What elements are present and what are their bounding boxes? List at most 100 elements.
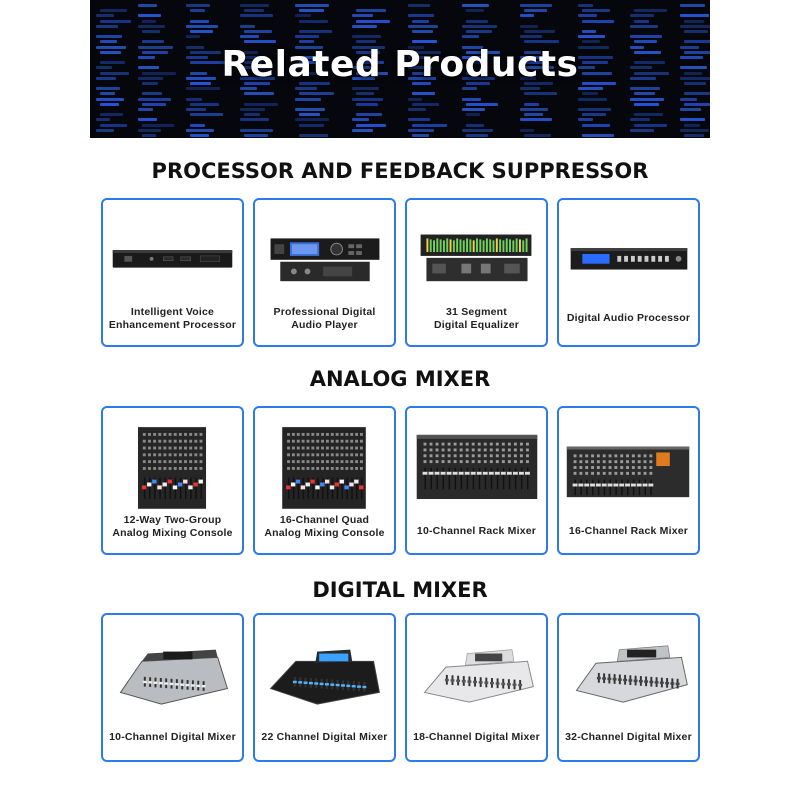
banner-light-bar [578,45,609,49]
banner-light-bar [412,71,427,75]
product-name: Digital Audio Processor [566,312,691,324]
banner-light-bar [684,102,710,106]
digital-mixer-white-icon [407,631,546,713]
banner-light-bar [578,4,593,7]
banner-light-bar [520,56,550,59]
banner-light-bar [524,61,545,65]
banner-light-bar [244,9,264,13]
product-card-10ch-rack-mixer[interactable]: 10-Channel Rack Mixer [405,406,548,555]
banner-light-bar [408,118,430,122]
banner-light-bar [630,66,652,70]
banner-light-bar [142,82,158,85]
digital-mixer-black-icon [255,631,394,713]
product-card-digital-processor[interactable]: Digital Audio Processor [557,198,700,347]
banner-light-bar [299,19,328,23]
banner-light-bar [138,14,161,18]
banner-light-bar [186,128,214,132]
banner-light-bar [240,35,259,39]
banner-light-bar [684,92,710,96]
banner-light-bar [524,82,553,85]
product-card-10ch-digital[interactable]: 10-Channel Digital Mixer [101,613,244,762]
banner-light-bar [520,35,542,39]
banner-light-bar [138,66,159,70]
banner-light-bar [295,4,329,7]
product-card-16ch-console[interactable]: 16-Channel Quad Analog Mixing Console [253,406,396,555]
media-player-rack-icon [255,208,394,298]
banner-light-bar [96,97,124,101]
banner-light-bar [352,35,381,39]
banner-light-bar [408,56,428,59]
banner-light-bar [190,102,219,106]
banner-light-bar [299,92,334,96]
banner-light-bar [186,87,220,91]
banner-light-bar [100,92,115,96]
banner-light-bar [138,24,165,28]
banner-light-bar [630,118,650,122]
banner-light-bar [356,102,378,106]
banner-light-bar [408,108,426,111]
banner-light-bar [240,56,267,59]
product-card-voice-processor[interactable]: Intelligent Voice Enhancement Processor [101,198,244,347]
banner-light-bar [352,14,373,18]
banner-light-bar [138,76,163,80]
section-title-digital: DIGITAL MIXER [312,578,488,602]
banner-light-bar [96,35,122,39]
product-name: 12-Way Two-Group Analog Mixing Console [112,513,233,539]
banner-light-bar [684,19,704,23]
product-name: 22 Channel Digital Mixer [261,731,388,743]
rack-unit-1u-icon [103,208,242,298]
banner-light-bar [295,108,325,111]
banner-light-bar [356,92,374,96]
banner-light-bar [578,56,613,59]
banner-light-bar [684,123,700,127]
product-card-audio-player[interactable]: Professional Digital Audio Player [253,198,396,347]
banner-light-bar [295,118,329,122]
banner-light-bar [520,128,534,132]
banner-light-bar [578,118,593,122]
banner-light-bar [190,113,223,117]
product-card-12way-console[interactable]: 12-Way Two-Group Analog Mixing Console [101,406,244,555]
banner-light-bar [186,45,204,49]
banner-light-bar [412,50,441,54]
banner-light-bar [630,45,644,49]
banner-light-bar [412,102,439,106]
analog-mixer-icon [103,420,242,512]
banner-light-bar [634,71,669,75]
banner-light-bar [462,97,481,101]
banner-light-bar [524,113,543,117]
banner-light-bar [634,9,667,13]
banner-light-bar [100,123,127,127]
banner-light-bar [524,102,539,106]
digital-mixer-silver-icon [103,631,242,713]
banner-light-bar [634,50,661,54]
banner-light-bar [466,9,484,13]
banner-light-bar [630,24,658,28]
banner-light-bar [630,97,664,101]
banner-light-bar [186,24,218,28]
product-name: Intelligent Voice Enhancement Processor [108,305,237,331]
banner-light-bar [634,40,657,44]
banner-light-bar [524,40,559,44]
banner-light-bar [408,14,434,18]
banner-light-bar [412,30,433,33]
banner-light-bar [630,35,662,39]
banner-light-bar [466,19,488,23]
product-card-16ch-rack-mixer[interactable]: 16-Channel Rack Mixer [557,406,700,555]
banner-light-bar [190,82,211,85]
product-card-18ch-digital[interactable]: 18-Channel Digital Mixer [405,613,548,762]
banner-light-bar [680,97,697,101]
banner-light-bar [582,113,606,117]
banner-light-bar [96,118,110,122]
banner-light-bar [138,45,173,49]
product-card-equalizer[interactable]: 31 Segment Digital Equalizer [405,198,548,347]
banner-light-bar [244,102,278,106]
banner-light-bar [190,9,205,13]
digital-mixer-large-icon [559,631,698,713]
banner-light-bar [186,35,200,39]
banner-light-bar [352,76,375,80]
banner-light-bar [582,134,614,137]
banner-light-bar [582,82,616,85]
banner-light-bar [240,14,273,18]
product-card-32ch-digital[interactable]: 32-Channel Digital Mixer [557,613,700,762]
product-card-22ch-digital[interactable]: 22 Channel Digital Mixer [253,613,396,762]
